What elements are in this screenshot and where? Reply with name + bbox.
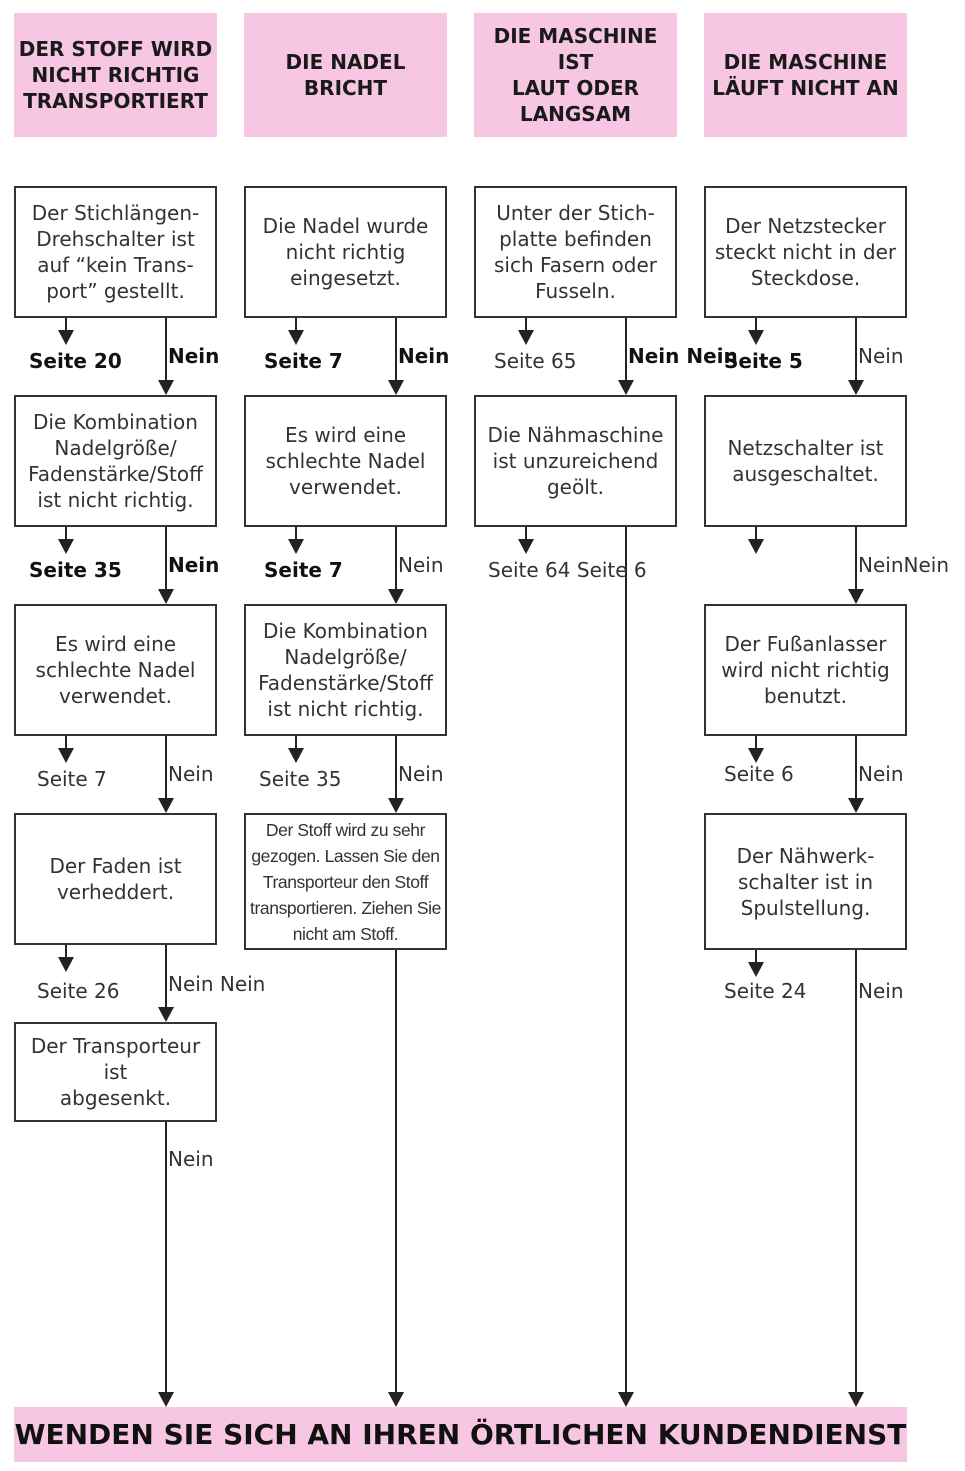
box-feed-dogs-lowered: Der Transporteur ist abgesenkt. <box>14 1022 217 1122</box>
no-label: Nein <box>168 1147 214 1171</box>
page-ref-label: Seite 35 <box>29 558 122 582</box>
header-machine-does-not-start: DIE MASCHINE LÄUFT NICHT AN <box>704 13 907 137</box>
page-ref-label: Seite 5 <box>724 349 803 373</box>
box-needle-thread-fabric-combination: Die Kombination Nadelgröße/ Fadenstärke/… <box>244 604 447 736</box>
page-ref-label: Seite 65 <box>494 349 577 373</box>
box-thread-tangled: Der Faden ist verheddert. <box>14 813 217 945</box>
no-label: Nein <box>858 979 904 1003</box>
page-ref-label: Seite 26 <box>37 979 120 1003</box>
header-fabric-not-transported: DER STOFF WIRD NICHT RICHTIG TRANSPORTIE… <box>14 13 217 137</box>
no-label: Nein <box>858 344 904 368</box>
page-ref-label: Seite 6 <box>724 762 794 786</box>
header-machine-loud-or-slow: DIE MASCHINE IST LAUT ODER LANGSAM <box>474 13 677 137</box>
box-stitch-length-dial: Der Stichlängen- Drehschalter ist auf “k… <box>14 186 217 318</box>
box-bobbin-winder-position: Der Nähwerk- schalter ist in Spulstellun… <box>704 813 907 950</box>
box-bad-needle: Es wird eine schlechte Nadel verwendet. <box>244 395 447 527</box>
header-needle-breaks: DIE NADEL BRICHT <box>244 13 447 137</box>
no-label: Nein <box>398 344 450 368</box>
no-label: Nein <box>168 553 220 577</box>
page-ref-label: Seite 7 <box>37 767 107 791</box>
no-label: Nein <box>168 344 220 368</box>
box-power-plug: Der Netzstecker steckt nicht in der Stec… <box>704 186 907 318</box>
box-foot-control: Der Fußanlasser wird nicht richtig benut… <box>704 604 907 736</box>
box-fabric-pulled: Der Stoff wird zu sehr gezogen. Lassen S… <box>244 813 447 950</box>
page-ref-label: Seite 64 Seite 6 <box>488 558 647 582</box>
box-lint-under-needle-plate: Unter der Stich- platte befinden sich Fa… <box>474 186 677 318</box>
no-label: Nein <box>858 762 904 786</box>
box-needle-thread-fabric-combination: Die Kombination Nadelgröße/ Fadenstärke/… <box>14 395 217 527</box>
box-power-switch-off: Netzschalter ist ausgeschaltet. <box>704 395 907 527</box>
page-ref-label: Seite 7 <box>264 558 343 582</box>
no-label: Nein <box>398 553 444 577</box>
no-label: Nein Nein <box>168 972 266 996</box>
box-insufficient-oil: Die Nähmaschine ist unzureichend geölt. <box>474 395 677 527</box>
box-bad-needle: Es wird eine schlechte Nadel verwendet. <box>14 604 217 736</box>
box-needle-inserted-wrong: Die Nadel wurde nicht richtig eingesetzt… <box>244 186 447 318</box>
no-label: Nein Nein <box>628 344 738 368</box>
no-label: NeinNein <box>858 553 949 577</box>
footer-contact-service: WENDEN SIE SICH AN IHREN ÖRTLICHEN KUNDE… <box>14 1407 907 1462</box>
no-label: Nein <box>398 762 444 786</box>
page-ref-label: Seite 7 <box>264 349 343 373</box>
page-ref-label: Seite 24 <box>724 979 807 1003</box>
page-ref-label: Seite 35 <box>259 767 342 791</box>
page-ref-label: Seite 20 <box>29 349 122 373</box>
no-label: Nein <box>168 762 214 786</box>
